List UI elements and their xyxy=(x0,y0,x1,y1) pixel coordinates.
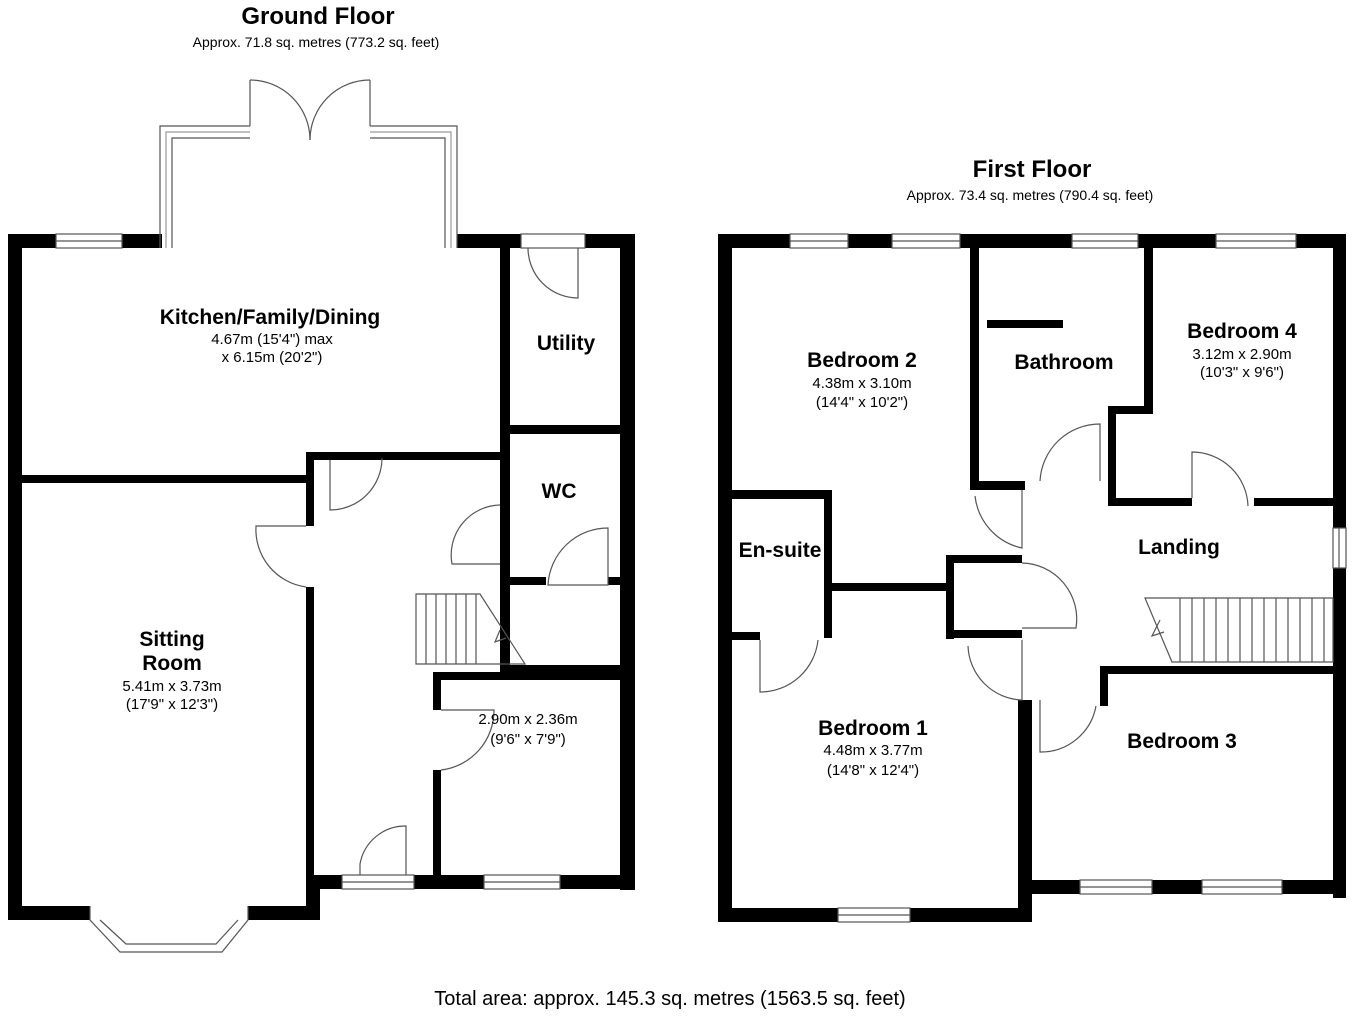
room-dim-sitting-2: (17'9" x 12'3") xyxy=(125,696,219,713)
total-area: Total area: approx. 145.3 sq. metres (15… xyxy=(434,988,906,1010)
room-name-bedroom-2: Bedroom 2 xyxy=(807,349,917,372)
room-dim-bedroom-1-1: 4.48m x 3.77m xyxy=(823,742,923,759)
wall xyxy=(306,452,314,526)
wall xyxy=(946,555,1022,563)
wall xyxy=(433,770,441,875)
room-dim-kitchen-2: x 6.15m (20'2") xyxy=(221,349,323,366)
wall xyxy=(500,577,546,585)
room-name-bedroom-3: Bedroom 3 xyxy=(1127,730,1237,753)
wall xyxy=(1144,248,1153,414)
room-name-ensuite: En-suite xyxy=(738,539,822,562)
wall xyxy=(500,248,510,680)
room-dim-bedroom-2-2: (14'4" x 10'2") xyxy=(815,394,909,411)
room-name-bedroom-1: Bedroom 1 xyxy=(818,717,928,740)
wall xyxy=(910,908,1032,922)
wall xyxy=(306,875,342,889)
room-name-bathroom: Bathroom xyxy=(1014,351,1114,374)
room-name-sitting-1: Sitting xyxy=(139,628,205,651)
wall xyxy=(987,320,1063,328)
room-dim-kitchen-1: 4.67m (15'4") max xyxy=(211,331,333,348)
room-dim-bedroom-4-2: (10'3" x 9'6") xyxy=(1200,364,1284,381)
wall xyxy=(433,672,441,710)
first-floor-details xyxy=(759,233,1347,923)
wall xyxy=(1108,406,1116,506)
wall xyxy=(1333,234,1346,528)
ground-floor-area: Approx. 71.8 sq. metres (773.2 sq. feet) xyxy=(192,34,440,50)
wall xyxy=(248,906,320,920)
wall xyxy=(314,452,500,460)
wall xyxy=(970,248,979,490)
wall xyxy=(979,481,1025,490)
room-dim-sitting-1: 5.41m x 3.73m xyxy=(122,678,222,695)
wall xyxy=(433,672,620,680)
wall xyxy=(1254,498,1333,506)
wall xyxy=(1333,568,1346,898)
room-dim-bedroom-1-2: (14'8" x 12'4") xyxy=(826,762,920,779)
wall xyxy=(510,425,620,434)
wall xyxy=(122,234,162,248)
wall xyxy=(732,490,832,499)
first-floor-plan xyxy=(718,234,1346,922)
wall xyxy=(732,632,760,640)
wall xyxy=(560,875,635,889)
wall xyxy=(946,555,954,639)
wall xyxy=(1282,880,1346,894)
wall xyxy=(510,665,620,674)
wall xyxy=(1108,406,1153,414)
wall xyxy=(718,234,790,248)
wall xyxy=(1108,498,1192,506)
room-dim-study-2: (9'6" x 7'9") xyxy=(490,731,566,748)
wall xyxy=(306,587,314,875)
ground-floor-title: Ground Floor xyxy=(241,3,395,30)
wall xyxy=(8,234,22,920)
wall xyxy=(1018,880,1080,894)
ground-floor-details xyxy=(55,79,609,953)
room-dim-bedroom-4-1: 3.12m x 2.90m xyxy=(1192,346,1292,363)
wall xyxy=(620,234,635,890)
wall xyxy=(848,234,892,248)
room-name-landing: Landing xyxy=(1138,536,1220,559)
wall xyxy=(824,490,832,638)
wall xyxy=(414,875,484,889)
room-name-kitchen: Kitchen/Family/Dining xyxy=(159,306,381,329)
first-floor-title: First Floor xyxy=(972,156,1092,183)
first-floor-area: Approx. 73.4 sq. metres (790.4 sq. feet) xyxy=(906,187,1154,203)
wall xyxy=(457,234,521,248)
ground-floor-plan xyxy=(8,234,635,920)
wall xyxy=(1100,666,1108,706)
wall xyxy=(954,630,1022,638)
wall xyxy=(832,583,946,591)
room-dim-study-1: 2.90m x 2.36m xyxy=(478,711,578,728)
wall xyxy=(960,234,1072,248)
wall xyxy=(22,475,306,483)
wall xyxy=(1018,700,1032,922)
wall xyxy=(1100,666,1333,674)
room-name-bedroom-4: Bedroom 4 xyxy=(1187,320,1297,343)
wall xyxy=(8,234,56,248)
room-dim-bedroom-2-1: 4.38m x 3.10m xyxy=(812,375,912,392)
room-name-wc: WC xyxy=(541,480,577,503)
room-name-sitting-2: Room xyxy=(142,652,202,675)
wall xyxy=(8,906,90,920)
wall xyxy=(718,234,732,922)
wall xyxy=(1138,234,1216,248)
room-name-utility: Utility xyxy=(536,332,596,355)
wall xyxy=(1152,880,1202,894)
wall xyxy=(718,908,838,922)
wall xyxy=(608,577,620,585)
